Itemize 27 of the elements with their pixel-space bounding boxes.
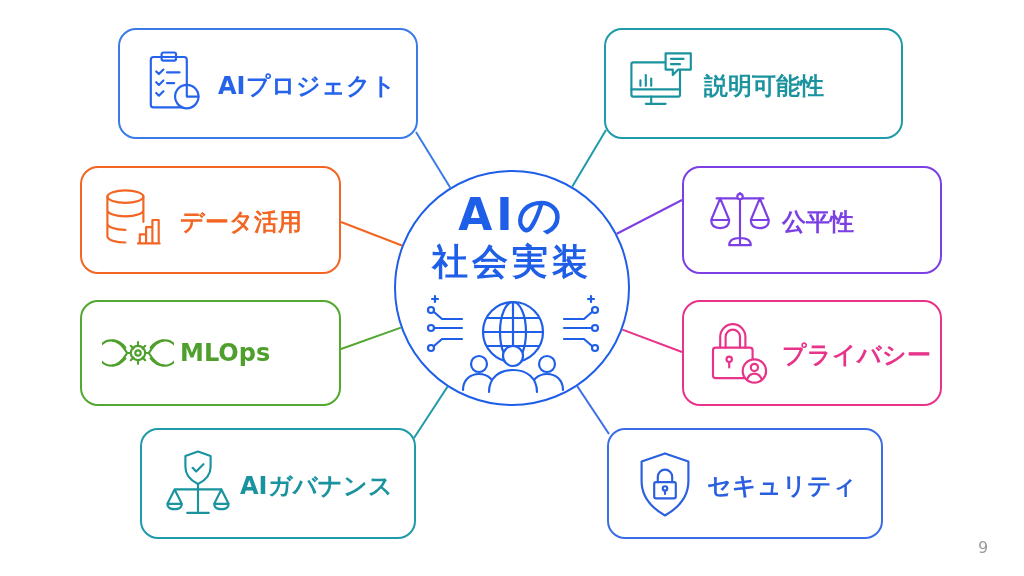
- hub-title: AIの: [457, 188, 567, 242]
- topic-label: セキュリティ: [707, 470, 857, 502]
- topic-label: データ活用: [180, 207, 302, 238]
- topic-card: [140, 428, 416, 539]
- connector-line: [413, 385, 449, 439]
- connector-line: [340, 326, 402, 350]
- topic-card: [118, 28, 418, 139]
- topic-card: [682, 166, 942, 274]
- topic-label: 説明可能性: [704, 70, 824, 102]
- topic-card: [682, 300, 942, 406]
- connector-line: [621, 328, 683, 353]
- topic-label: AIガバナンス: [240, 470, 393, 502]
- topic-card: [80, 300, 341, 406]
- connector-line: [415, 131, 452, 189]
- topic-label: MLOps: [180, 339, 271, 367]
- topic-label: AIプロジェクト: [218, 70, 396, 102]
- topic-card: [80, 166, 341, 274]
- topic-card: [607, 428, 883, 539]
- topic-label: プライバシー: [782, 340, 931, 371]
- hub-title: 社会実装: [430, 240, 593, 284]
- connector-line: [340, 221, 403, 247]
- connector-line: [576, 385, 610, 435]
- topic-card: [604, 28, 903, 139]
- page-number: 9: [978, 538, 989, 557]
- connector-line: [615, 199, 683, 235]
- connector-line: [571, 129, 607, 188]
- topic-label: 公平性: [782, 207, 854, 238]
